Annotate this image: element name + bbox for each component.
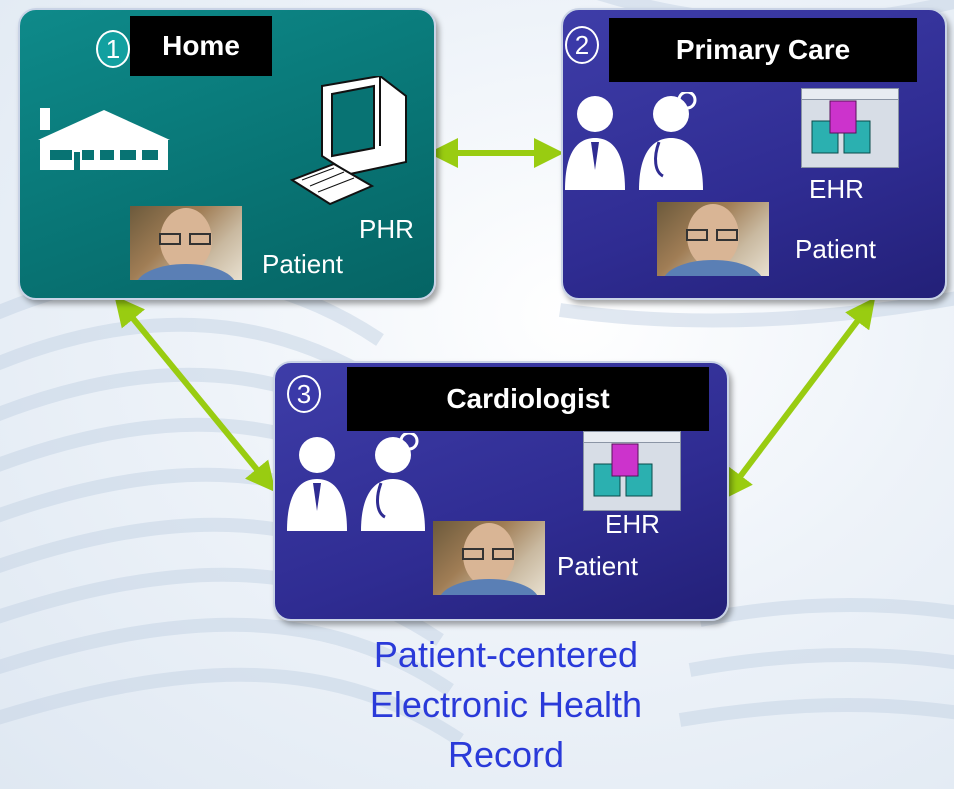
home-title: Home <box>130 16 272 76</box>
patient-photo <box>433 521 545 595</box>
doctor-person-icon <box>287 433 425 531</box>
cardiologist-number-badge: 3 <box>287 375 321 413</box>
cardiologist-title: Cardiologist <box>347 367 709 431</box>
primary-care-patient-label: Patient <box>795 234 876 264</box>
patient-photo <box>657 202 769 276</box>
house-icon <box>38 108 170 170</box>
arrow-home-cardiologist <box>114 295 276 493</box>
cardiologist-number: 3 <box>296 378 312 409</box>
computer-icon <box>289 76 407 206</box>
diagram-caption: Patient-centered Electronic Health Recor… <box>300 630 712 780</box>
home-number-badge: 1 <box>96 30 130 68</box>
primary-care-node: Primary Care 2 EHR Patient <box>561 8 947 300</box>
caption-line-2: Electronic Health <box>369 684 643 725</box>
caption-line-3: Record <box>447 734 565 775</box>
cardiologist-title-text: Cardiologist <box>446 383 610 414</box>
phr-label: PHR <box>359 214 414 244</box>
home-node: Home 1 PHR Patient <box>18 8 436 300</box>
home-number: 1 <box>105 33 121 64</box>
ehr-window-icon <box>583 431 681 511</box>
cardiologist-patient-label: Patient <box>557 551 638 581</box>
doctor-person-icon <box>565 92 703 190</box>
primary-care-ehr-label: EHR <box>809 174 864 204</box>
ehr-window-icon <box>801 88 899 168</box>
arrow-primary-cardiologist <box>722 297 876 500</box>
patient-photo <box>130 206 242 280</box>
home-title-text: Home <box>162 30 240 61</box>
primary-care-number-badge: 2 <box>565 26 599 64</box>
primary-care-title-text: Primary Care <box>675 34 851 65</box>
primary-care-number: 2 <box>574 29 590 60</box>
cardiologist-ehr-label: EHR <box>605 509 660 539</box>
caption-line-1: Patient-centered <box>373 634 639 675</box>
primary-care-title: Primary Care <box>609 18 917 82</box>
cardiologist-node: Cardiologist 3 EHR Patient <box>273 361 729 621</box>
home-patient-label: Patient <box>262 249 343 279</box>
